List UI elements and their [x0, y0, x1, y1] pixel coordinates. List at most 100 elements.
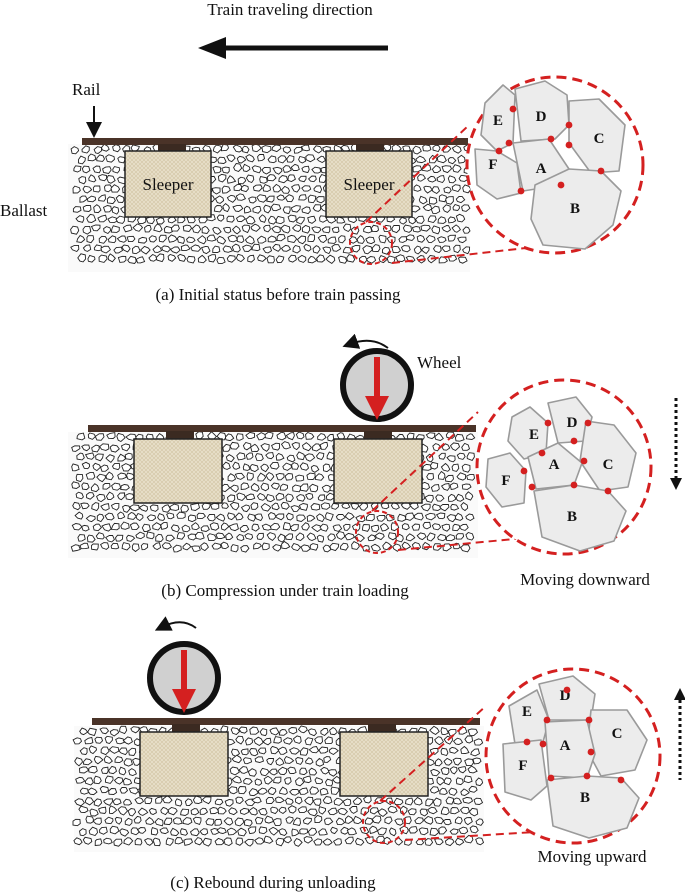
- contact-point: [517, 187, 525, 195]
- ballast-stone: [327, 433, 335, 442]
- contact-point: [495, 147, 503, 155]
- ballast-stone: [300, 747, 309, 756]
- particle-label: D: [567, 415, 578, 431]
- ballast-stone: [202, 837, 212, 847]
- ballast-stone: [354, 837, 365, 846]
- ballast-stone: [72, 737, 83, 745]
- ballast-stone: [465, 513, 475, 522]
- ballast-stone: [87, 432, 97, 440]
- ballast-stone: [463, 775, 473, 784]
- ballast-stone: [240, 504, 251, 513]
- ballast-stone: [114, 816, 123, 825]
- ballast-stone: [450, 503, 460, 511]
- ballast-stone: [440, 806, 450, 816]
- ballast-stone: [104, 512, 115, 521]
- ballast-stone: [144, 797, 153, 805]
- ballast-stone: [415, 155, 427, 164]
- ballast-stone: [240, 748, 249, 756]
- particle-b: [546, 775, 640, 839]
- ballast-stone: [273, 736, 282, 744]
- ballast-stone: [445, 196, 454, 205]
- ballast-stone: [250, 482, 260, 492]
- ballast-stone: [454, 837, 465, 846]
- ballast-stone: [226, 255, 236, 263]
- ballast-stone: [298, 503, 308, 511]
- ballast-stone: [260, 482, 270, 492]
- ballast-stone: [308, 746, 320, 754]
- ballast-stone: [86, 235, 95, 244]
- ballast-stone: [180, 808, 190, 816]
- ballast-stone: [344, 512, 355, 521]
- ballast-stone: [132, 223, 144, 232]
- ballast-stone: [461, 442, 471, 451]
- ballast-stone: [88, 826, 98, 837]
- ballast-stone: [475, 777, 484, 787]
- ballast-stone: [112, 798, 122, 806]
- ballast-stone: [100, 503, 110, 511]
- ballast-stone: [432, 797, 442, 807]
- ballast-stone: [418, 195, 428, 205]
- ballast-stone: [358, 502, 368, 511]
- contact-point: [544, 419, 552, 427]
- ballast-stone: [88, 745, 97, 755]
- ballast-stone: [75, 473, 84, 483]
- ballast-stone: [134, 797, 145, 805]
- ballast-stone: [74, 757, 84, 767]
- ballast-stone: [96, 473, 106, 483]
- ballast-stone: [127, 511, 137, 520]
- ballast-stone: [463, 817, 473, 826]
- ballast-stone: [430, 205, 441, 215]
- ballast-stone: [295, 796, 303, 805]
- ballast-stone: [217, 156, 227, 164]
- ballast-stone: [443, 757, 453, 766]
- ballast-stone: [300, 144, 311, 152]
- ballast-stone: [77, 534, 86, 542]
- ballast-stone: [453, 797, 463, 805]
- ballast-stone: [205, 818, 215, 826]
- ballast-stone: [81, 461, 91, 470]
- ballast-stone: [262, 737, 272, 746]
- ballast-stone: [213, 205, 223, 213]
- ballast-stone: [305, 757, 314, 765]
- ballast-stone: [252, 205, 262, 214]
- ballast-stone: [216, 827, 227, 834]
- ballast-stone: [93, 204, 102, 214]
- ballast-stone: [298, 155, 307, 164]
- ballast-stone: [121, 463, 132, 472]
- ballast-stone: [429, 827, 440, 836]
- ballast-stone: [365, 513, 375, 522]
- ballast-stone: [447, 493, 457, 502]
- ballast-stone: [271, 144, 282, 153]
- particle-label: E: [522, 704, 532, 720]
- ballast-stone: [324, 778, 333, 787]
- ballast-stone: [255, 453, 264, 461]
- ballast-stone: [270, 482, 280, 490]
- ballast-stone: [473, 738, 484, 746]
- particle-label: D: [536, 109, 547, 125]
- ballast-stone: [153, 223, 163, 233]
- ballast-stone: [82, 185, 93, 194]
- ballast-stone: [94, 838, 103, 846]
- ballast-stone: [413, 184, 422, 192]
- ballast-stone: [295, 474, 305, 482]
- ballast-stone: [431, 186, 441, 195]
- ballast-stone: [87, 787, 98, 796]
- ballast-stone: [100, 746, 110, 756]
- ballast-stone: [298, 194, 307, 201]
- ballast-stone: [295, 431, 305, 440]
- ballast-stone: [99, 727, 110, 735]
- ballast-stone: [278, 175, 289, 184]
- ballast-stone: [128, 787, 140, 795]
- ballast-stone: [260, 463, 270, 473]
- particle-label: E: [529, 427, 539, 443]
- ballast-stone: [217, 173, 227, 183]
- particle-label: F: [488, 157, 497, 173]
- ballast-stone: [457, 236, 467, 244]
- ballast-stone: [86, 195, 97, 203]
- ballast-stone: [92, 185, 101, 193]
- ballast-stone: [460, 502, 469, 512]
- ballast-stone: [100, 143, 110, 152]
- ballast-stone: [212, 144, 223, 154]
- ballast-stone: [81, 145, 90, 154]
